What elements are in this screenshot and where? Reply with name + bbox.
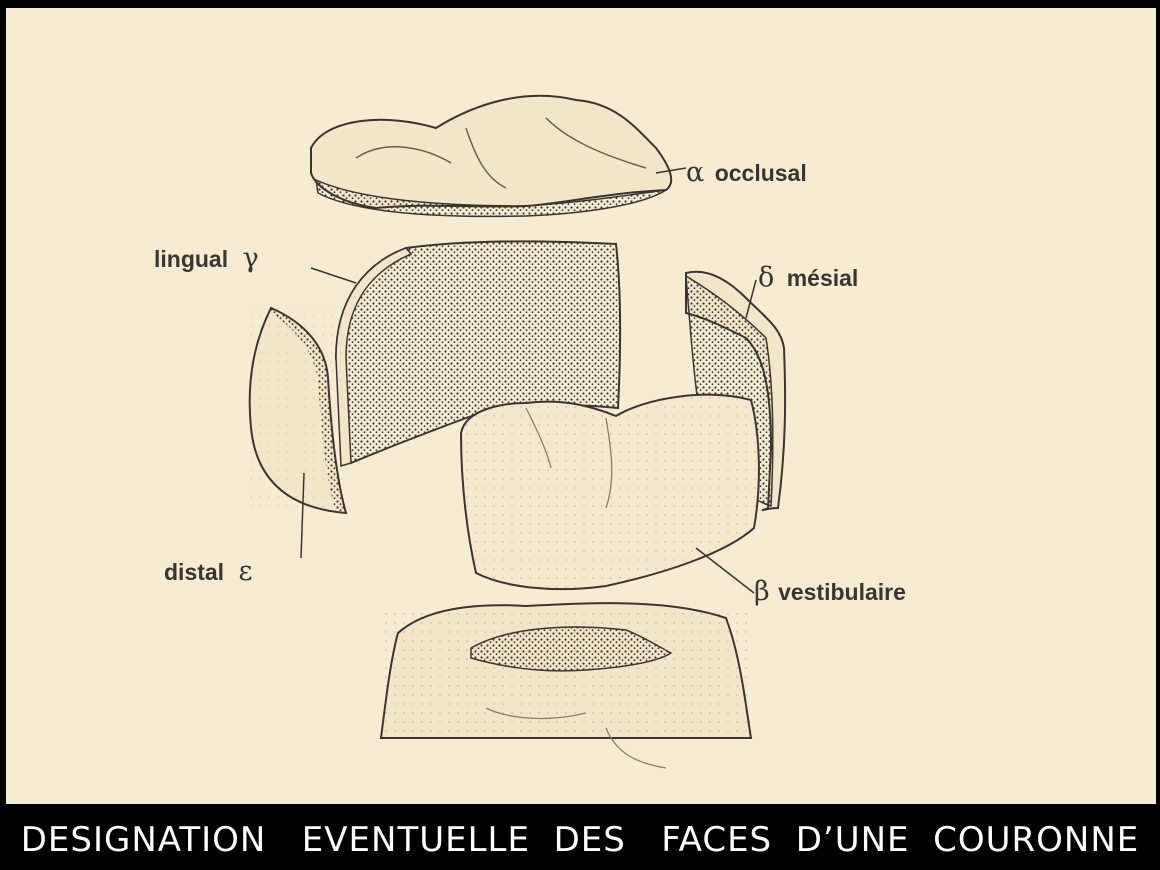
caption-text: DESIGNATION EVENTUELLE DES FACES D’UNE C… xyxy=(0,820,1160,860)
crown-faces-diagram: α occlusal lingual γ δ mésial distal ε β… xyxy=(6,8,1156,804)
lingual-leader xyxy=(311,268,356,283)
label-lingual: lingual γ xyxy=(154,243,259,274)
occlusal-face xyxy=(311,96,671,217)
label-vestibulaire: β vestibulaire xyxy=(754,576,906,607)
vestibulaire-leader xyxy=(696,548,754,593)
tooth-stump xyxy=(381,603,751,768)
diagram-photo: α occlusal lingual γ δ mésial distal ε β… xyxy=(6,8,1156,804)
label-distal: distal ε xyxy=(164,556,253,587)
distal-face xyxy=(246,308,346,513)
caption-bar: DESIGNATION EVENTUELLE DES FACES D’UNE C… xyxy=(0,806,1160,870)
vestibular-face xyxy=(461,395,759,589)
label-occlusal: α occlusal xyxy=(686,157,807,188)
label-mesial: δ mésial xyxy=(758,262,858,293)
